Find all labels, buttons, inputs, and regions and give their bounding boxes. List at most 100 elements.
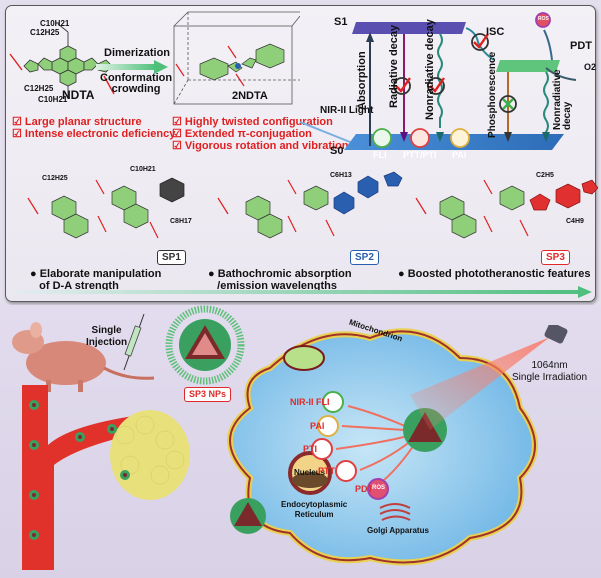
laser-beam: [410, 325, 568, 430]
pdt-arrow: [543, 29, 553, 61]
sp2-feature-line1: Bathochromic absorption: [217, 268, 352, 280]
s1-level: [352, 22, 466, 34]
crowding-line: crowding: [111, 83, 161, 95]
ptt-icon: [335, 460, 357, 482]
chain-label: C12H25: [42, 175, 68, 182]
nucleus-label: Nucleus: [294, 468, 326, 477]
sp2-donor: [333, 171, 403, 215]
absorption-label: Absorption: [356, 51, 368, 110]
sp3-tag: SP3: [541, 250, 570, 265]
phosphorescence-label: Phosphorescence: [487, 51, 498, 138]
blood-vessel-tumor: [22, 385, 190, 570]
chain-label: C6H13: [330, 172, 352, 179]
sp3-feature: ● Boosted phototheranostic features: [398, 268, 591, 280]
dimerization-arrow: [96, 60, 168, 74]
er-line2: Reticulum: [294, 510, 334, 519]
dimerization-label: Dimerization: [104, 47, 171, 59]
mitochondrion: [283, 345, 325, 371]
chain-label: C12H25: [24, 84, 54, 93]
modality-pai: PAI: [310, 421, 325, 431]
s1-label: S1: [334, 16, 348, 28]
feature-electron-deficiency: ☑ Intense electronic deficiency: [12, 128, 176, 140]
golgi-apparatus: [379, 503, 411, 521]
mechanism-panel: [5, 5, 596, 302]
2ndta-molecule: [173, 11, 300, 105]
sp3-nanoparticle: [165, 305, 245, 385]
fli-label: FLI: [373, 150, 387, 160]
chain-label: C8H17: [170, 218, 192, 225]
feature-pi-conjugation: ☑ Extended π-conjugation: [172, 128, 312, 140]
irradiation-label: 1064nm Single Irradiation: [512, 360, 587, 384]
modality-pti: PTI: [303, 444, 318, 454]
injection-line1: Single: [91, 325, 122, 336]
conformation-label: Conformation crowding: [100, 73, 172, 95]
nonradiative-decay-label: Nonradiative decay: [424, 19, 436, 120]
sp2-feature-line2: /emission wavelengths: [217, 280, 337, 292]
feature-rotation: ☑ Vigorous rotation and vibration: [172, 140, 349, 152]
golgi-label: Golgi Apparatus: [367, 526, 429, 535]
nir-light-beam: [299, 121, 351, 143]
chain-label: C10H21: [38, 95, 68, 104]
sp3-donor: [529, 179, 598, 211]
fli-icon: [322, 391, 344, 413]
2ndta-label: 2NDTA: [232, 90, 268, 102]
nonradiative-arrow: [437, 33, 443, 128]
o2-label: O2: [584, 62, 597, 72]
chain-label: C4H9: [566, 218, 584, 225]
modality-ptt: PTT: [318, 466, 335, 476]
ros-badge-label: ROS: [538, 16, 549, 22]
feature-large-planar: ☑ Large planar structure: [12, 116, 142, 128]
pai-label: PAI: [452, 150, 467, 160]
jablonski-diagram: [299, 12, 577, 150]
sp1-feature: ● Elaborate manipulation of D-A strength: [30, 268, 162, 292]
sp2-tag: SP2: [350, 250, 379, 265]
cell-ros-label: ROS: [372, 485, 386, 491]
radiative-decay-label: Radiative decay: [388, 24, 400, 108]
chain-label: C12H25: [30, 28, 60, 37]
sp3-feature-line1: Boosted phototheranostic features: [407, 268, 591, 280]
pai-icon: [317, 415, 339, 437]
isc-label: ISC: [486, 26, 505, 38]
irradiation-mode: Single Irradiation: [512, 372, 588, 383]
irradiation-wavelength: 1064nm: [531, 360, 568, 371]
modality-nir-fli: NIR-II FLI: [290, 397, 330, 407]
mouse-illustration: [12, 322, 155, 392]
feature-text: Vigorous rotation and vibration: [184, 140, 349, 152]
ndta-label: NDTA: [62, 88, 95, 102]
er-line1: Endocytoplasmic: [281, 500, 348, 509]
er-label: Endocytoplasmic Reticulum: [281, 500, 347, 520]
sp1-donor: [159, 177, 185, 203]
sp2-feature: ● Bathochromic absorption /emission wave…: [208, 268, 352, 292]
nonradiative-decay-2-label: Nonradiative decay: [552, 68, 573, 130]
feature-text: Intense electronic deficiency: [24, 128, 176, 140]
modality-pdt: PDT: [355, 484, 373, 494]
isc-arrow: [465, 27, 495, 61]
laser-head-icon: [544, 325, 568, 344]
sp1-feature-line2: of D-A strength: [39, 280, 119, 292]
sp1-tag: SP1: [157, 250, 186, 265]
nonradiative-decay-2-arrow: [543, 71, 549, 138]
injection-label: Single Injection: [86, 325, 127, 349]
ros-icon: [367, 478, 389, 500]
t1-level: [496, 60, 560, 72]
pti-icon: [311, 438, 333, 460]
polymer-structures: [27, 171, 598, 239]
conformation-line: Conformation: [100, 72, 173, 84]
progression-arrow: [14, 286, 592, 298]
syringe-icon: [123, 313, 145, 371]
nonradiative2-line2: decay: [562, 101, 573, 130]
chain-label: C10H21: [130, 166, 156, 173]
feature-twisted: ☑ Highly twisted configuration: [172, 116, 333, 128]
feature-text: Highly twisted configuration: [184, 116, 333, 128]
s0-label: S0: [330, 145, 344, 157]
sp1-feature-line1: Elaborate manipulation: [39, 268, 162, 280]
feature-text: Large planar structure: [24, 116, 142, 128]
chain-label: C2H5: [536, 172, 554, 179]
feature-text: Extended π-conjugation: [184, 128, 312, 140]
sp3-nps-tag: SP3 NPs: [184, 387, 232, 402]
nir-light-label: NIR-II Light: [320, 105, 374, 116]
injection-line2: Injection: [86, 337, 128, 348]
ptt-pti-label: PTT/PTI: [403, 150, 437, 160]
chain-label: C10H21: [40, 19, 70, 28]
pdt-label: PDT: [570, 40, 592, 52]
